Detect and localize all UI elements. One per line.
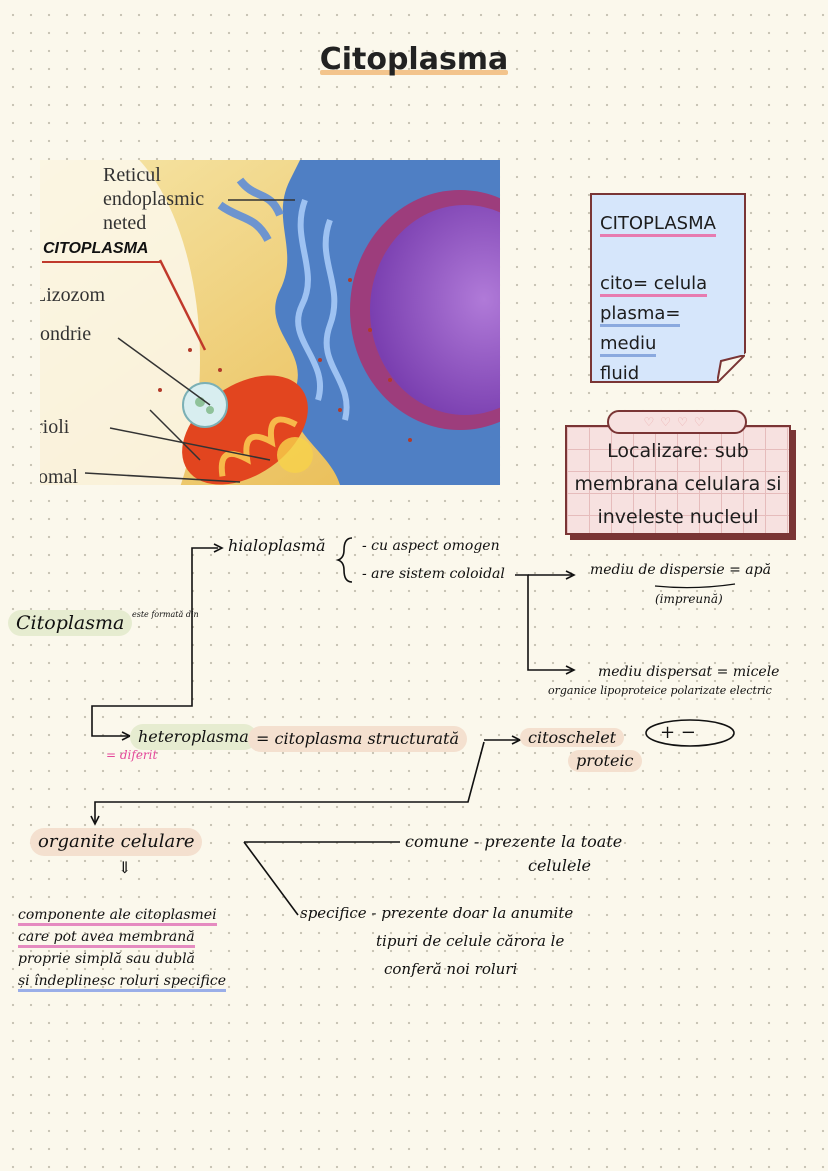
- connector-organite: [94, 741, 485, 822]
- map-organite: organite celulare: [30, 828, 203, 856]
- label-endoplasmic: endoplasmic: [103, 188, 205, 210]
- page-title: Citoplasma: [319, 42, 509, 77]
- note-line-cito: cito= celula: [600, 273, 708, 297]
- cell-illustration: Reticul endoplasmic neted CITOPLASMA Liz…: [40, 160, 500, 485]
- label-lizozom: Lizozom: [40, 284, 106, 306]
- map-citoschelet-2: proteic: [568, 750, 642, 772]
- map-root-sub: este formată din: [132, 610, 199, 619]
- label-ribozomal: omal: [40, 466, 78, 485]
- note-heading: CITOPLASMA: [600, 213, 716, 237]
- loc-line-3: inveleste nucleul: [597, 506, 759, 528]
- note-line-fluid: fluid: [600, 363, 640, 383]
- map-organite-definition: componente ale citoplasmei care pot avea…: [18, 904, 226, 992]
- map-mediu-dispersat: mediu dispersat = micele: [598, 664, 780, 680]
- brace: [335, 537, 353, 583]
- map-citoplasma-structurata: = citoplasma structurată: [248, 726, 467, 752]
- connector-root-hetero: [91, 628, 193, 737]
- map-hialo-point-1: - cu aspect omogen: [362, 538, 500, 554]
- note-line-plasma: plasma= mediu: [600, 303, 681, 357]
- cell-diagram-image: [40, 160, 500, 485]
- map-mediu-dispersie: mediu de dispersie = apă: [590, 562, 771, 578]
- map-specifice: specifice - prezente doar la anumite: [300, 904, 574, 922]
- localization-box: Localizare: sub membrana celulara si inv…: [565, 425, 791, 535]
- label-reticul: Reticul: [103, 164, 161, 186]
- map-comune-2: celulele: [528, 856, 592, 875]
- map-citoschelet: citoschelet: [520, 728, 625, 747]
- definition-note-card: CITOPLASMA cito= celula plasma= mediu fl…: [590, 193, 746, 383]
- map-mediu-dispersie-2: (impreună): [655, 592, 723, 606]
- note-corner-fold: [717, 355, 745, 383]
- label-neted: neted: [103, 212, 147, 234]
- map-mediu-dispersat-2: organice lipoproteice polarizate electri…: [548, 684, 772, 697]
- map-comune: comune - prezente la toate: [405, 832, 623, 851]
- connector-specifice: [243, 841, 299, 916]
- map-hialoplasma: hialoplasmă: [228, 536, 326, 555]
- map-arrow-down: ⇓: [118, 858, 132, 877]
- loc-line-1: Localizare: sub: [607, 440, 749, 462]
- map-specifice-3: conferă noi roluri: [384, 960, 518, 978]
- label-mitocondrie: ondrie: [40, 323, 92, 345]
- map-root: Citoplasma: [8, 610, 133, 636]
- label-nucleoli: rioli: [40, 416, 70, 438]
- connector-root-hialo: [191, 547, 218, 628]
- map-specifice-2: tipuri de celule cărora le: [376, 932, 565, 950]
- heart-tab-decoration: ♡♡♡♡: [607, 410, 747, 434]
- loc-line-2: membrana celulara si: [574, 473, 782, 495]
- map-heteroplasma: heteroplasma: [130, 724, 257, 750]
- map-heteroplasma-note: = diferit: [106, 748, 158, 762]
- map-hialo-point-2: - are sistem coloidal: [362, 566, 505, 582]
- label-citoplasma: CITOPLASMA: [43, 240, 149, 257]
- map-charges: + −: [660, 722, 696, 743]
- connector-mediu-dispersat: [515, 574, 572, 671]
